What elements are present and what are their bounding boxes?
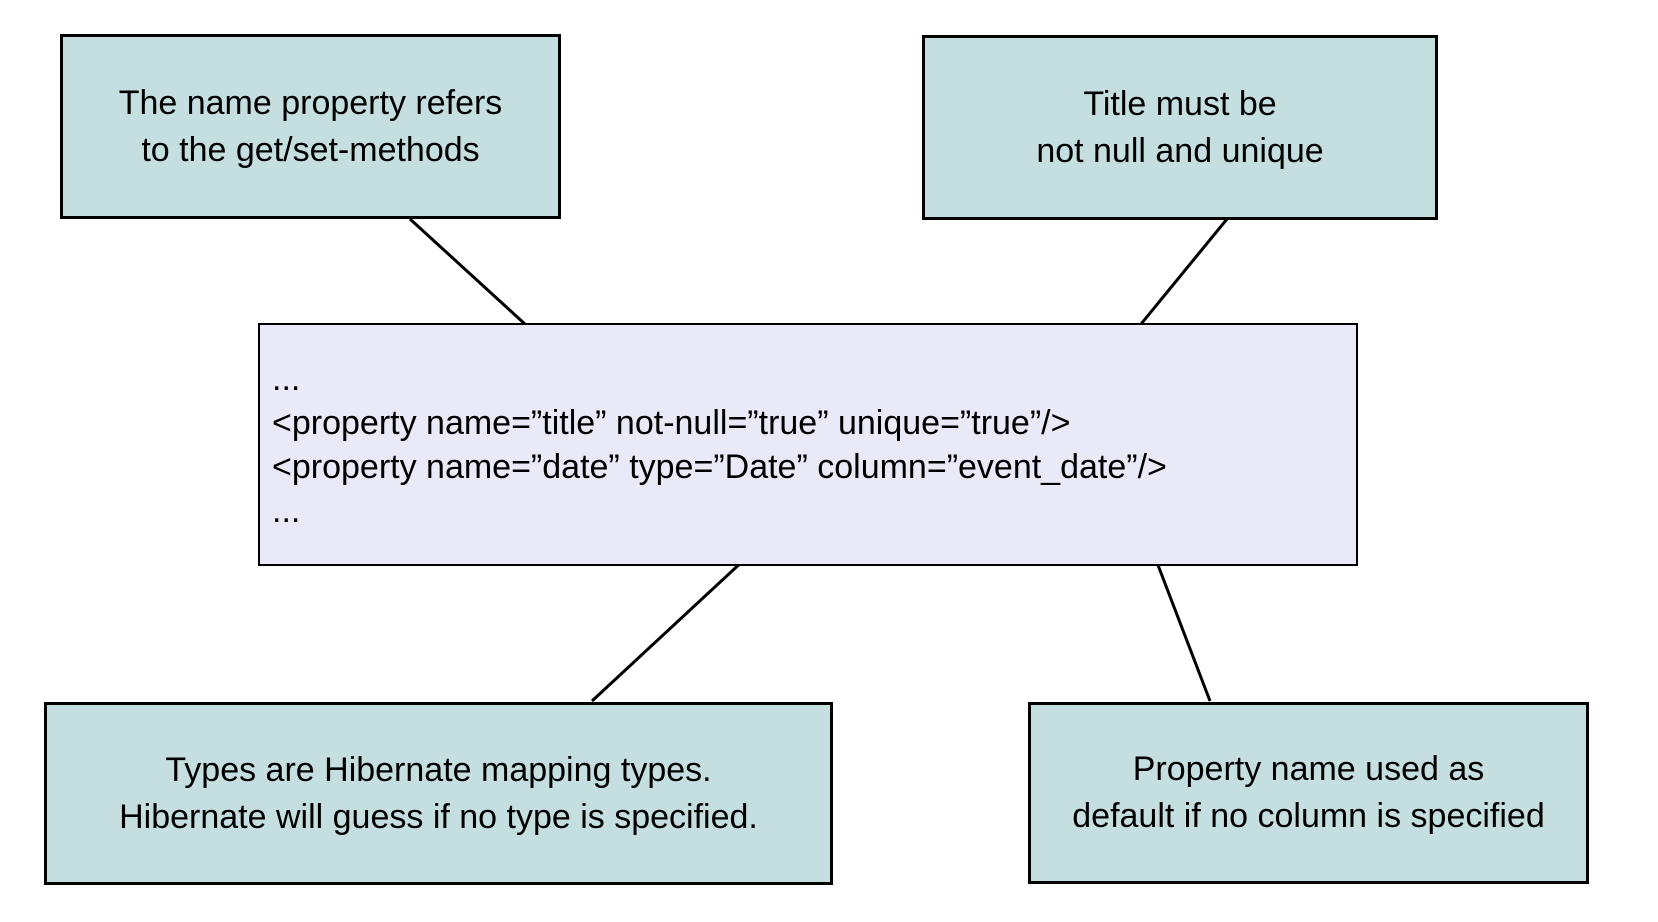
code-snippet-box: ... <property name=”title” not-null=”tru… xyxy=(258,323,1358,566)
annotation-text-name-property: The name property refers to the get/set-… xyxy=(118,83,503,169)
annotation-box-column-default: Property name used as default if no colu… xyxy=(1028,702,1589,884)
annotation-text-title-unique: Title must be not null and unique xyxy=(1036,84,1324,170)
code-snippet-text: ... <property name=”title” not-null=”tru… xyxy=(272,359,1167,530)
annotation-box-name-property: The name property refers to the get/set-… xyxy=(60,34,561,219)
annotation-text-types-mapping: Types are Hibernate mapping types. Hiber… xyxy=(119,750,758,836)
annotation-box-title-unique: Title must be not null and unique xyxy=(922,35,1438,220)
annotation-text-column-default: Property name used as default if no colu… xyxy=(1072,750,1545,835)
annotation-box-types-mapping: Types are Hibernate mapping types. Hiber… xyxy=(44,702,833,885)
